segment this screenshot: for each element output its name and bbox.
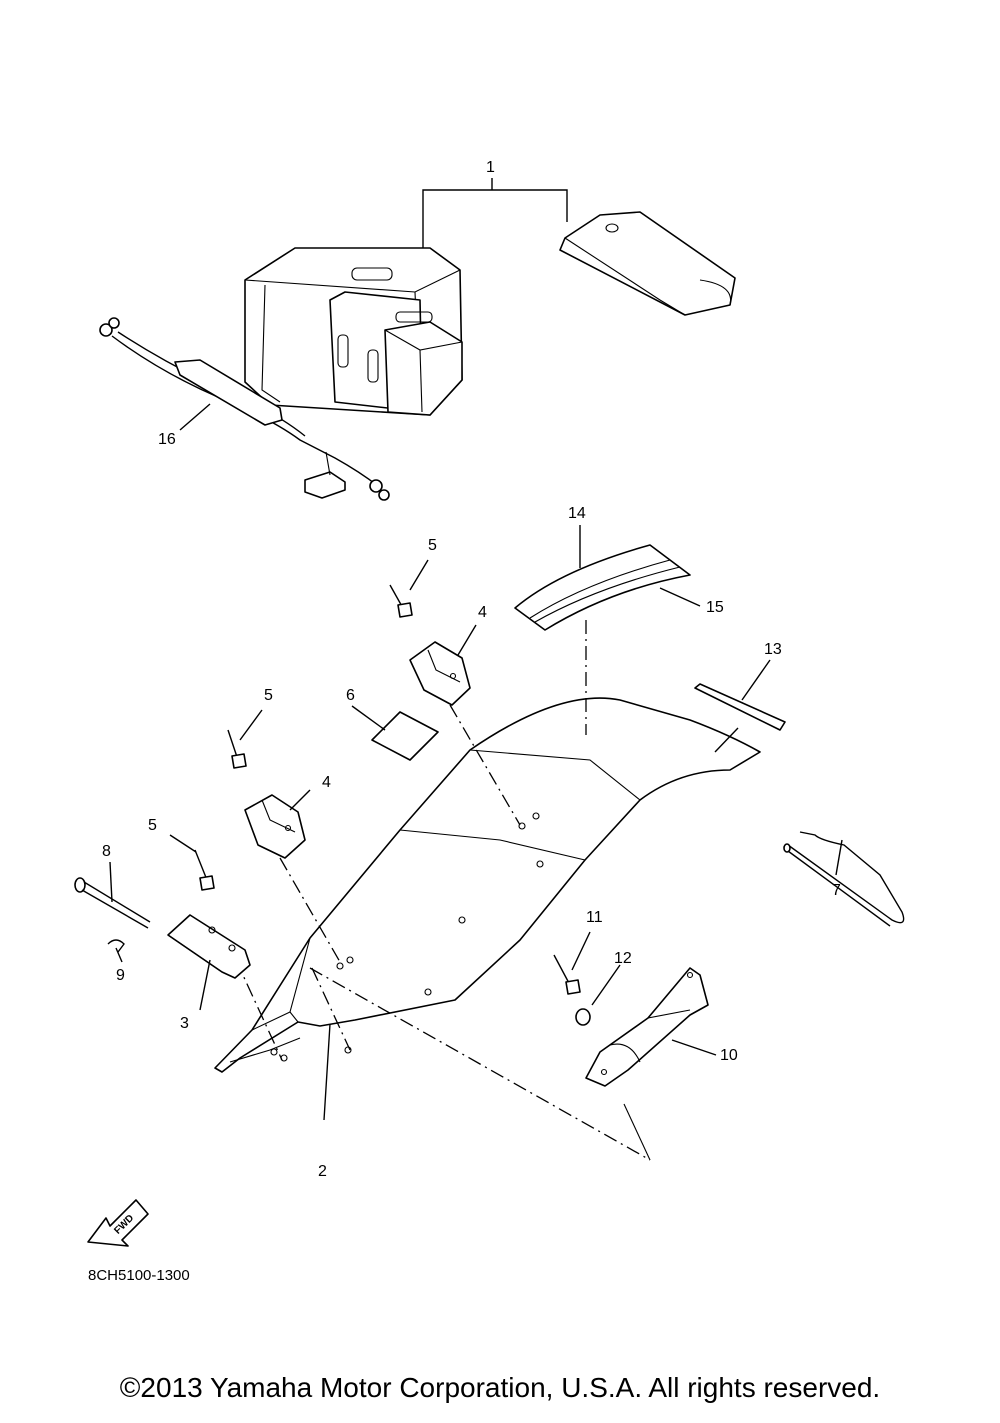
callout-15: 15: [706, 599, 724, 616]
pin-part-8[interactable]: [74, 861, 151, 929]
callout-5-middle: 5: [264, 687, 273, 704]
tool-bag-part-1[interactable]: [244, 178, 736, 416]
callout-1: 1: [486, 159, 495, 176]
clamp-part-4-lower[interactable]: [244, 789, 311, 859]
clip-part-9[interactable]: [107, 939, 125, 963]
screw-part-5-bottom[interactable]: [169, 834, 215, 891]
nut-part-12[interactable]: [575, 964, 621, 1026]
callout-5-bottom: 5: [148, 817, 157, 834]
decal-part-14[interactable]: [514, 525, 691, 631]
decal-part-15[interactable]: [534, 566, 701, 623]
callout-4-upper: 4: [478, 604, 487, 621]
hinge-bracket-part-3[interactable]: [167, 914, 251, 1011]
screw-part-11[interactable]: [553, 931, 591, 995]
callout-14: 14: [568, 505, 586, 522]
screw-part-5-middle[interactable]: [227, 709, 263, 769]
fwd-arrow-icon: FWD: [87, 1199, 149, 1247]
callout-9: 9: [116, 967, 125, 984]
callout-11: 11: [586, 909, 603, 926]
cable-strap-part-16[interactable]: [99, 317, 390, 501]
callout-3: 3: [180, 1015, 189, 1032]
pad-part-13[interactable]: [694, 659, 786, 753]
drawing-code: 8CH5100-1300: [88, 1267, 190, 1284]
callout-5-top: 5: [428, 537, 437, 554]
callout-6: 6: [346, 687, 355, 704]
rear-fender-part-2[interactable]: [214, 697, 761, 1121]
label-part-6[interactable]: [351, 705, 439, 761]
callout-4-lower: 4: [322, 774, 331, 791]
screw-part-5-top[interactable]: [389, 559, 429, 618]
callout-12: 12: [614, 950, 632, 967]
callout-16: 16: [158, 431, 176, 448]
copyright-notice: ©2013 Yamaha Motor Corporation, U.S.A. A…: [119, 1372, 881, 1403]
callout-13: 13: [764, 641, 782, 658]
callout-2: 2: [318, 1163, 327, 1180]
alignment-lines: [235, 620, 651, 1161]
hinge-plate-part-10[interactable]: [585, 967, 717, 1087]
grab-rod-part-7[interactable]: [783, 831, 905, 927]
callout-10: 10: [720, 1047, 738, 1064]
callout-8: 8: [102, 843, 111, 860]
callout-7: 7: [832, 882, 841, 899]
clamp-part-4-upper[interactable]: [409, 624, 477, 706]
